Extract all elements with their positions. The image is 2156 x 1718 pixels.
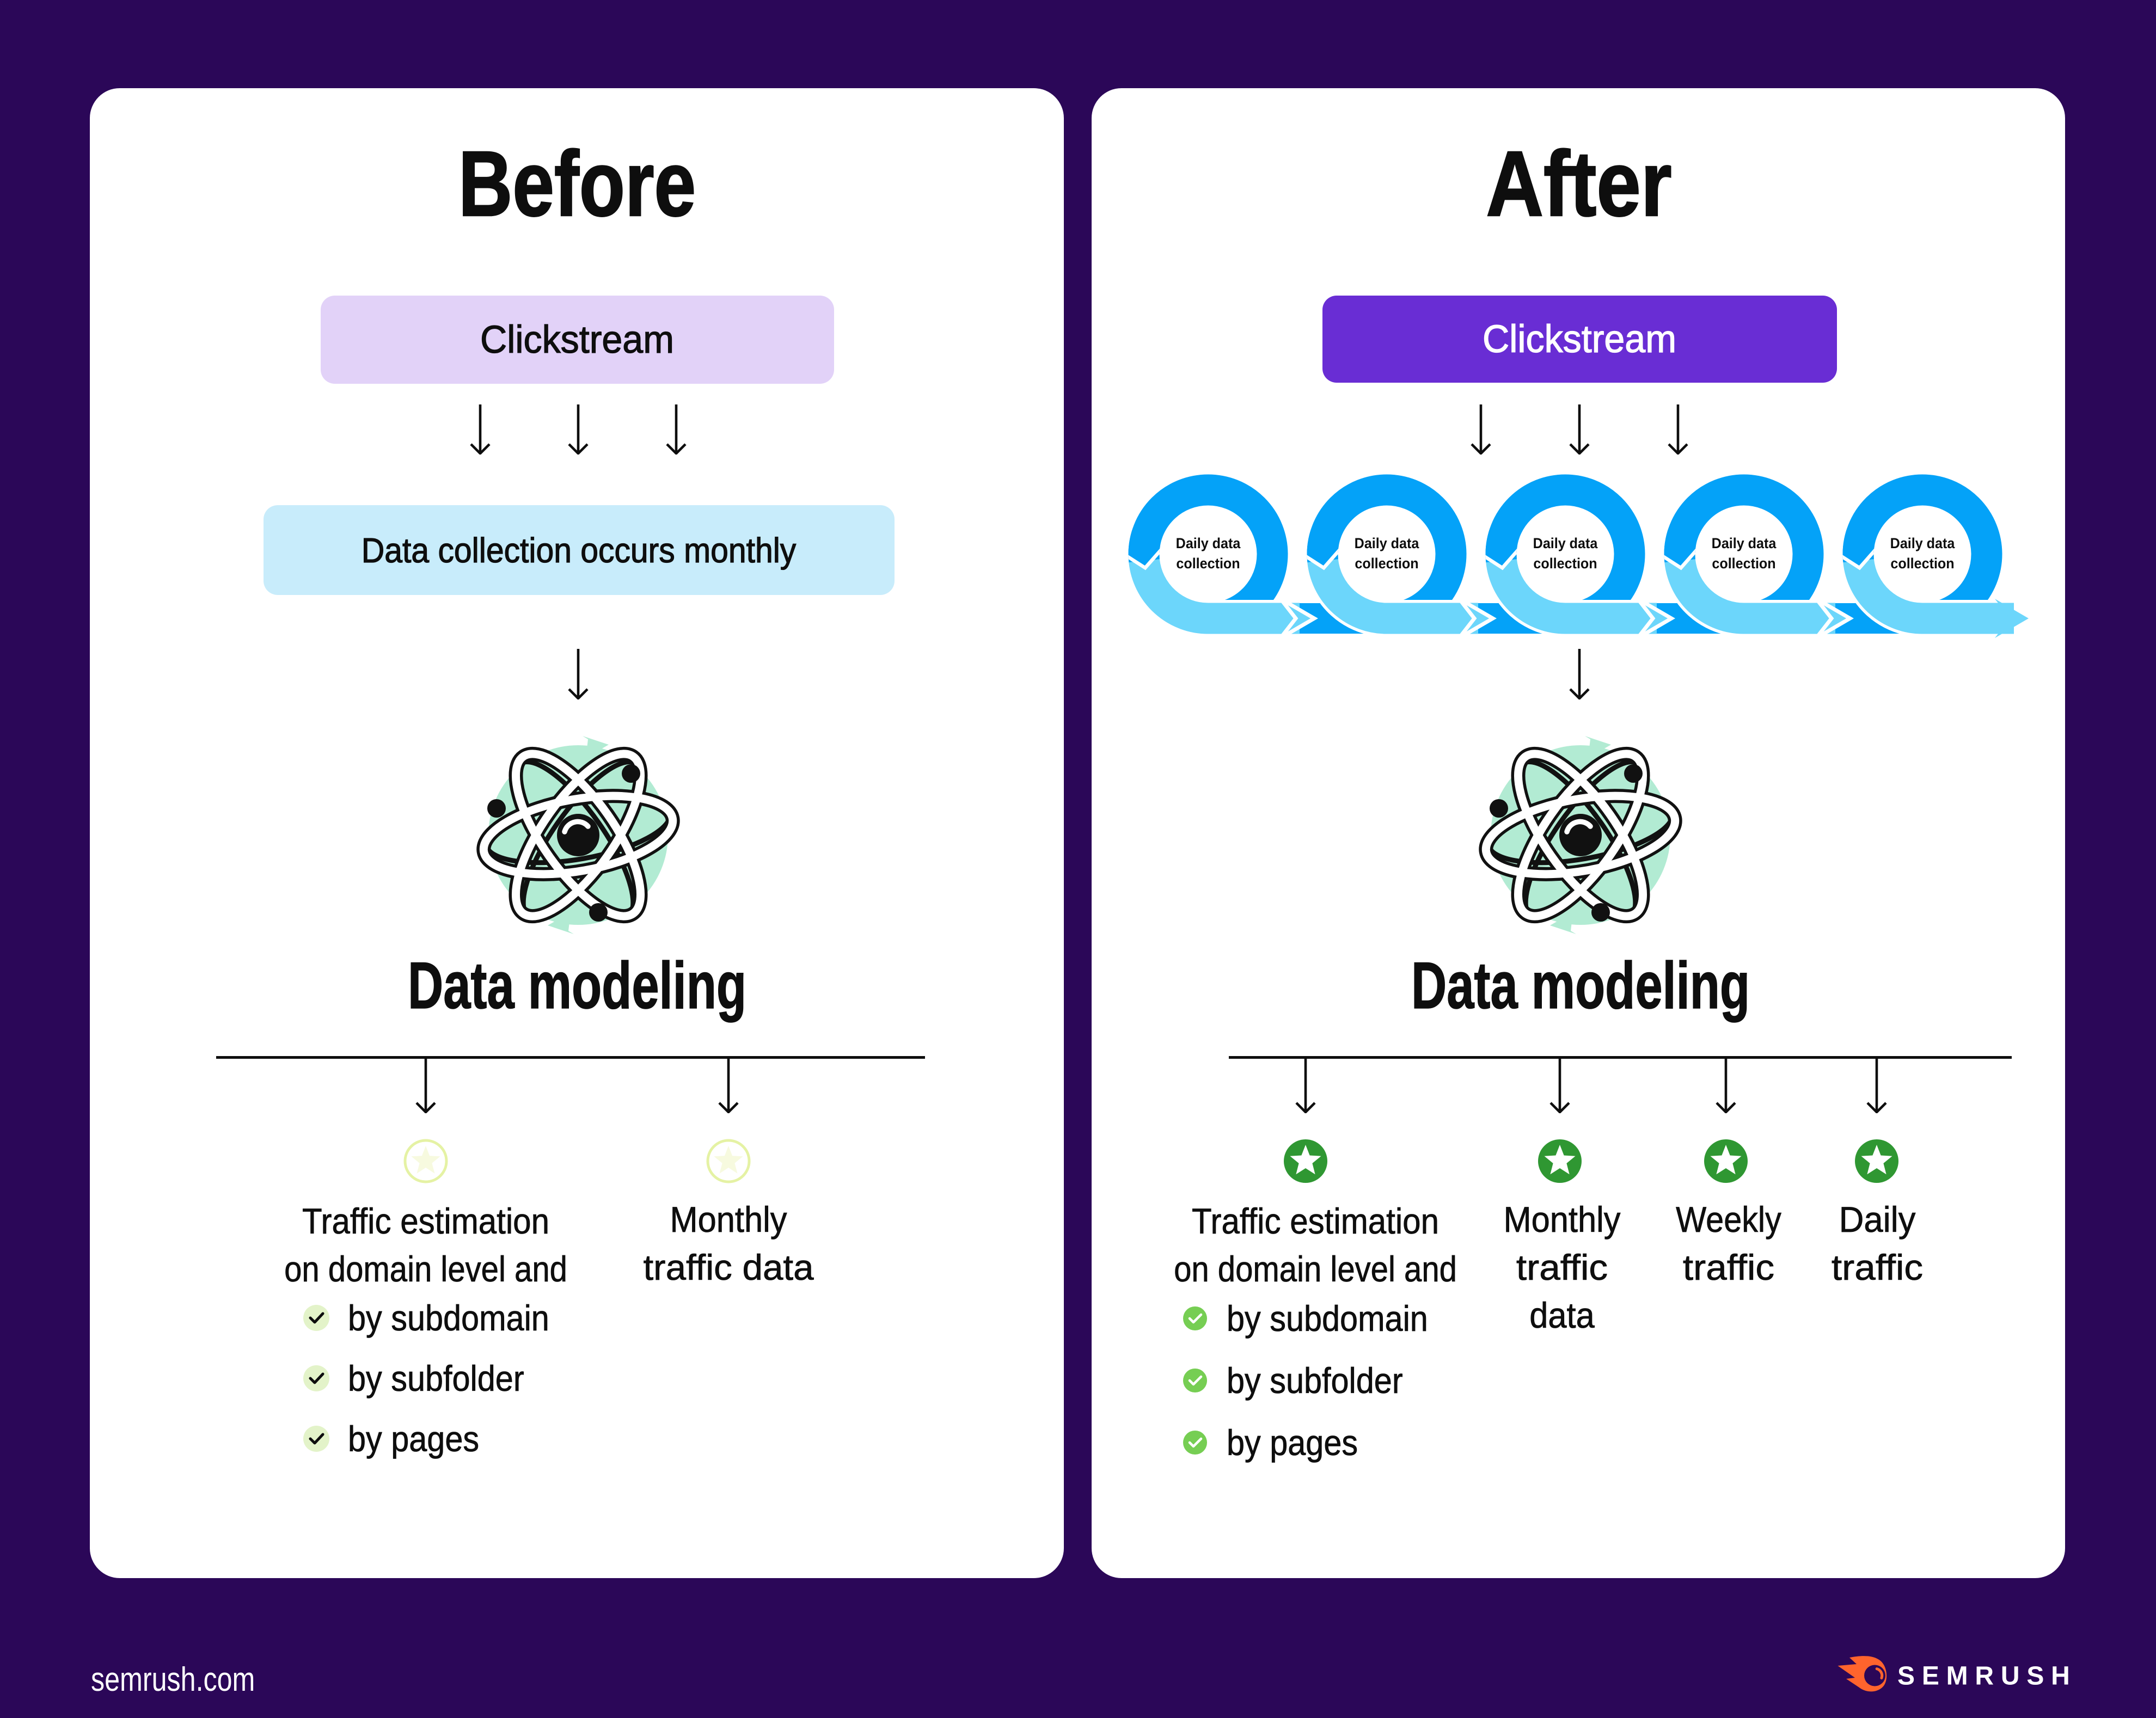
svg-text:SEMRUSH: SEMRUSH — [1897, 1662, 2077, 1691]
